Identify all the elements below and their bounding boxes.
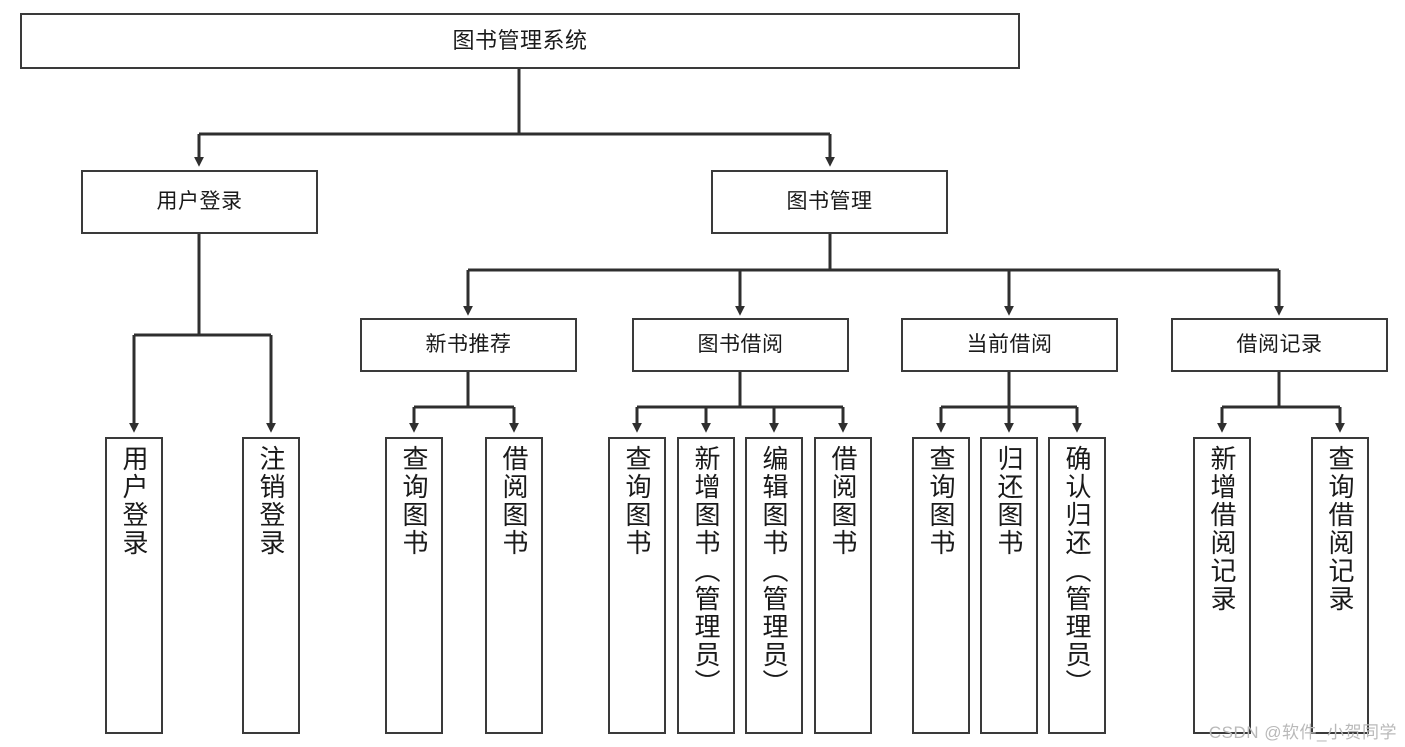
node-label: 查询图书 [926, 445, 956, 557]
leaf-user-login[interactable]: 用户登录 [105, 437, 163, 734]
leaf-record-query-borrow-record[interactable]: 查询借阅记录 [1311, 437, 1369, 734]
leaf-borrow-edit-book-admin[interactable]: 编辑图书（管理员） [745, 437, 803, 734]
leaf-borrow-query-book[interactable]: 查询图书 [608, 437, 666, 734]
node-current-borrow[interactable]: 当前借阅 [901, 318, 1118, 372]
node-label: 借阅图书 [499, 445, 529, 557]
node-label: 当前借阅 [966, 332, 1053, 356]
leaf-current-return-book[interactable]: 归还图书 [980, 437, 1038, 734]
node-label: 注销登录 [256, 445, 286, 557]
node-label: 新增图书（管理员） [691, 445, 721, 697]
leaf-recommend-query-book[interactable]: 查询图书 [385, 437, 443, 734]
node-label: 归还图书 [994, 445, 1024, 557]
node-label: 借阅记录 [1236, 332, 1323, 356]
node-book-management[interactable]: 图书管理 [711, 170, 948, 234]
node-label: 查询借阅记录 [1325, 445, 1355, 613]
leaf-current-query-book[interactable]: 查询图书 [912, 437, 970, 734]
leaf-recommend-borrow-book[interactable]: 借阅图书 [485, 437, 543, 734]
node-label: 图书管理 [786, 189, 873, 213]
node-label: 图书借阅 [697, 332, 784, 356]
node-root-system[interactable]: 图书管理系统 [20, 13, 1020, 69]
node-label: 借阅图书 [828, 445, 858, 557]
node-label: 新书推荐 [425, 332, 512, 356]
node-label: 编辑图书（管理员） [759, 445, 789, 697]
node-label: 查询图书 [622, 445, 652, 557]
leaf-user-logout[interactable]: 注销登录 [242, 437, 300, 734]
leaf-record-add-borrow-record[interactable]: 新增借阅记录 [1193, 437, 1251, 734]
watermark: CSDN @软件_小贺同学 [1208, 723, 1397, 742]
leaf-borrow-borrow-book[interactable]: 借阅图书 [814, 437, 872, 734]
node-label: 图书管理系统 [452, 28, 588, 54]
node-label: 查询图书 [399, 445, 429, 557]
leaf-borrow-add-book-admin[interactable]: 新增图书（管理员） [677, 437, 735, 734]
node-label: 用户登录 [156, 189, 243, 213]
leaf-current-confirm-return-admin[interactable]: 确认归还（管理员） [1048, 437, 1106, 734]
node-label: 确认归还（管理员） [1062, 445, 1092, 697]
node-book-borrow[interactable]: 图书借阅 [632, 318, 849, 372]
node-borrow-record[interactable]: 借阅记录 [1171, 318, 1388, 372]
node-label: 用户登录 [119, 445, 149, 557]
node-new-book-recommend[interactable]: 新书推荐 [360, 318, 577, 372]
node-label: 新增借阅记录 [1207, 445, 1237, 613]
node-user-login[interactable]: 用户登录 [81, 170, 318, 234]
